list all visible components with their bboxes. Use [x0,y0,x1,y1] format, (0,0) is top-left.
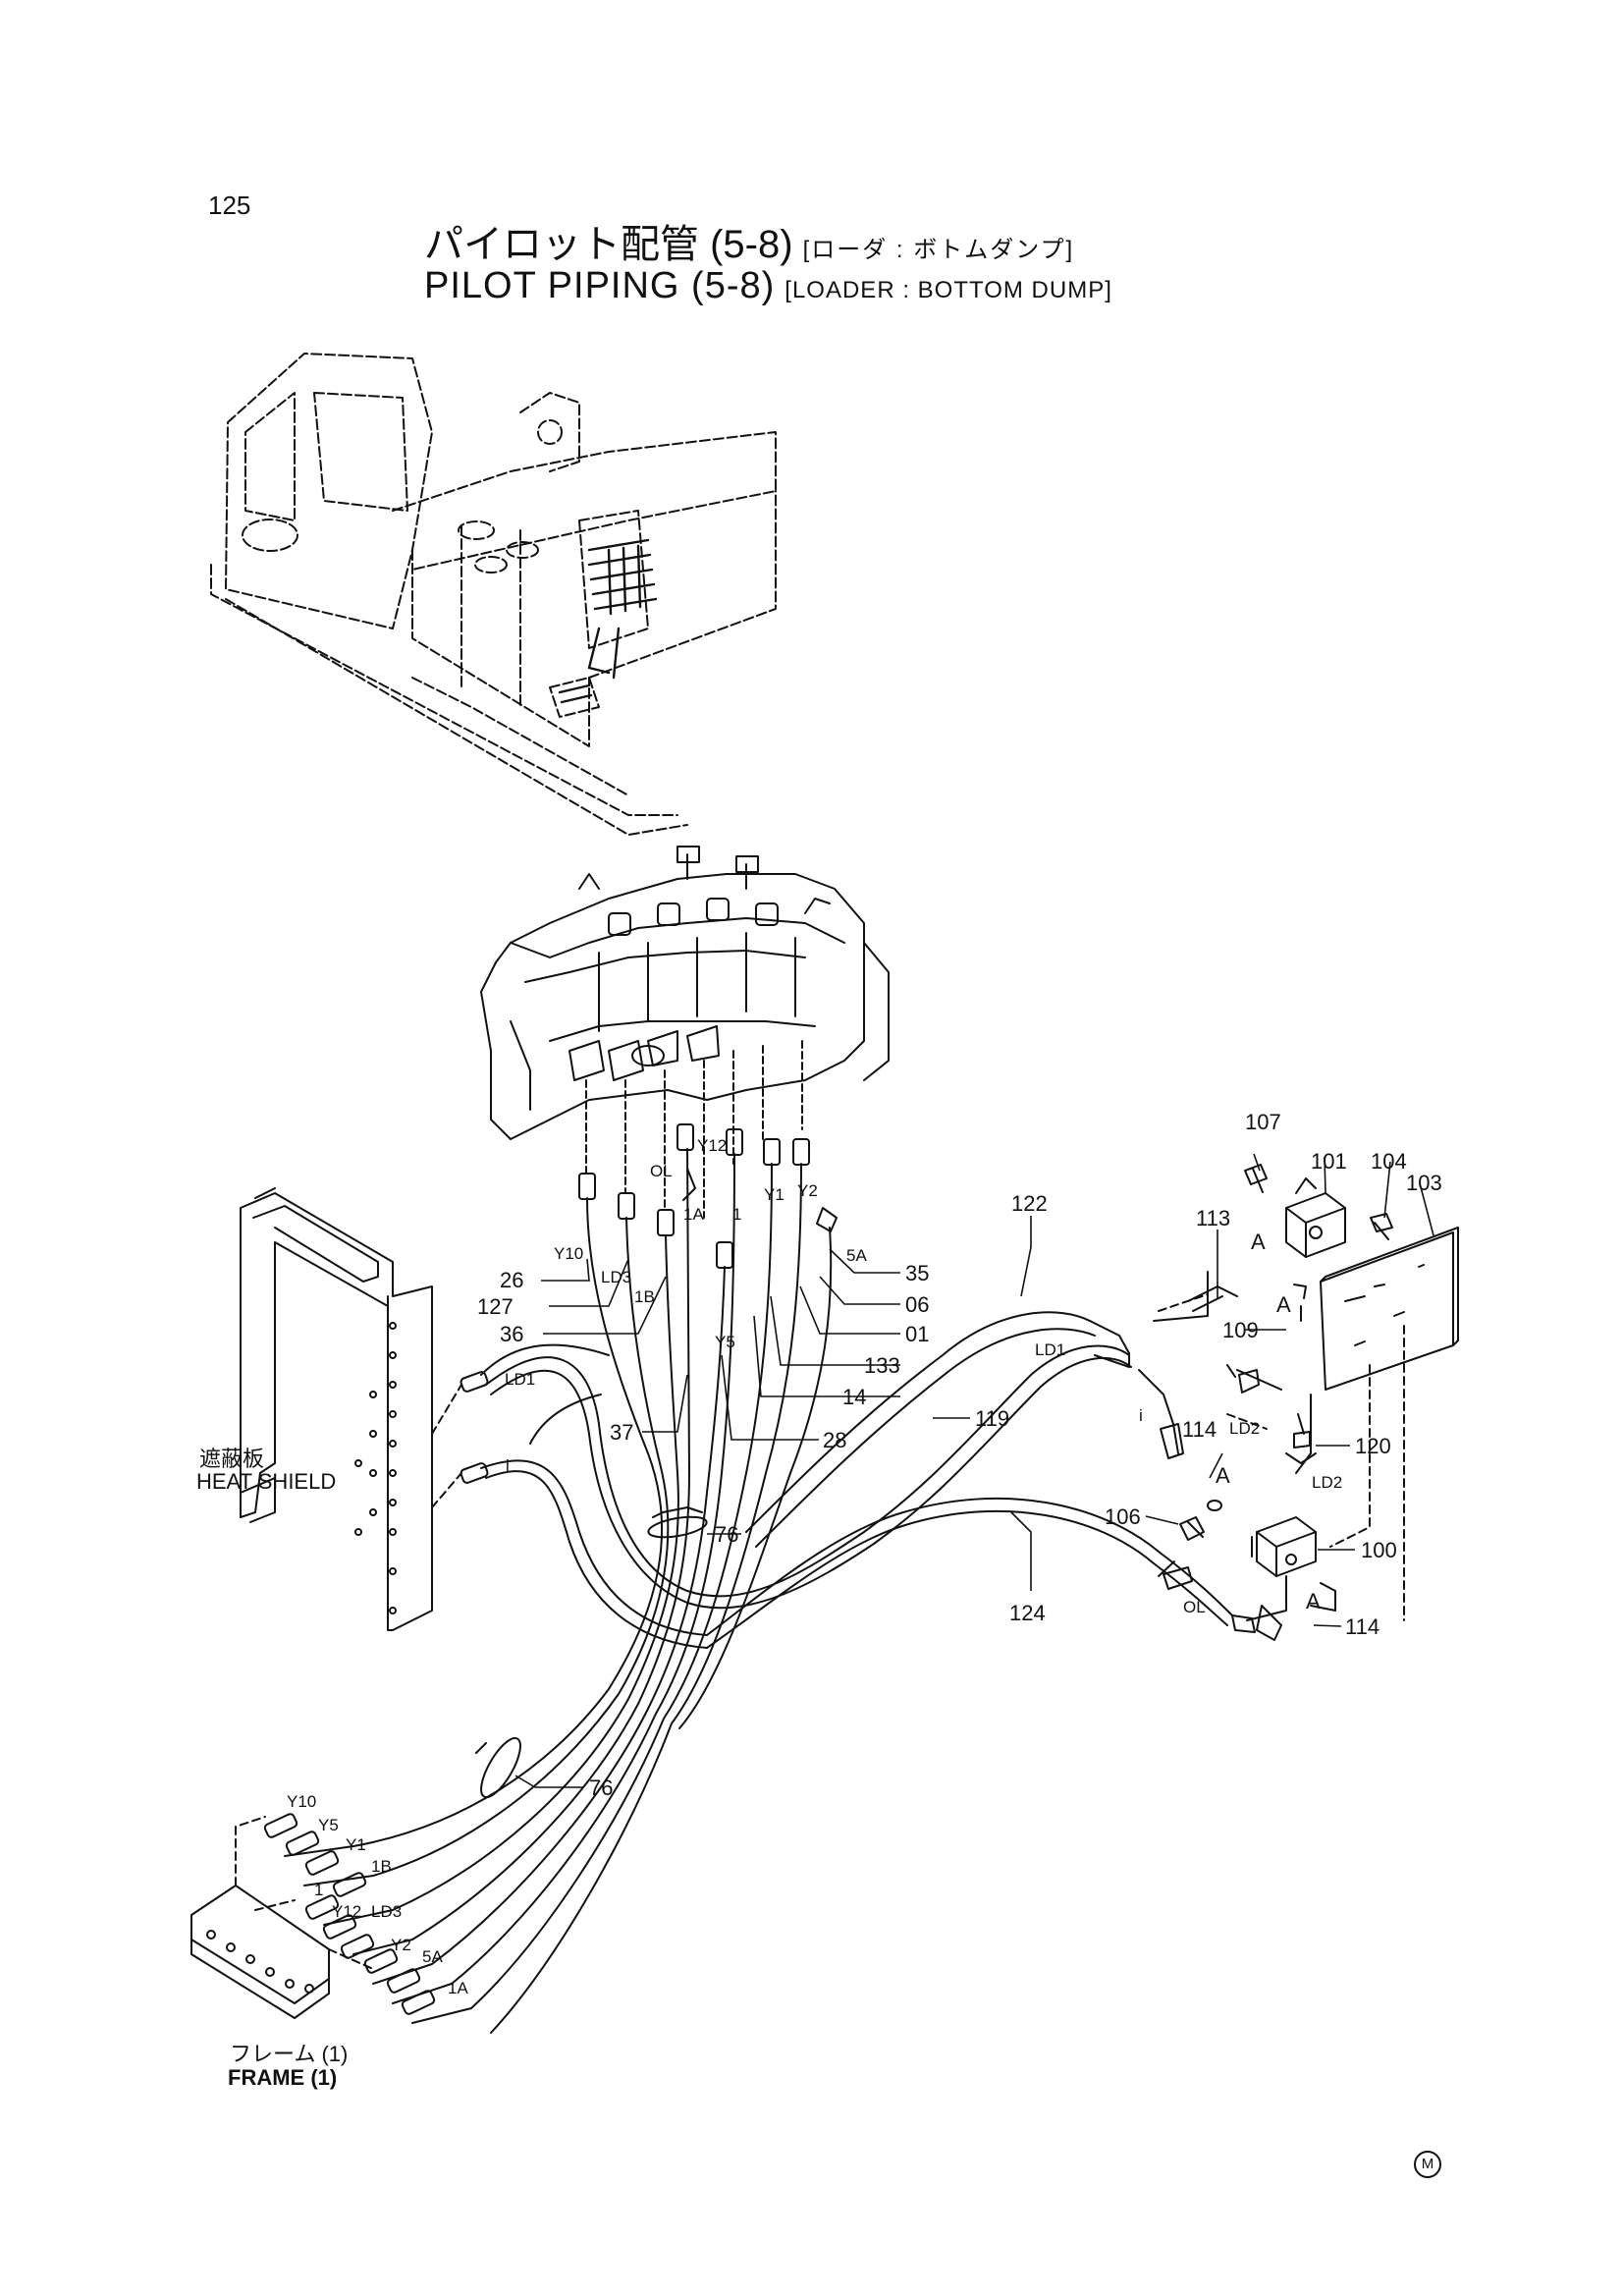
page-title-japanese: パイロット配管 (5-8) [ローダ : ボトムダンプ] [424,212,1074,269]
callout-01: 01 [905,1322,929,1346]
solenoid-valve-101 [1285,1177,1346,1258]
callout-122: 122 [1011,1191,1048,1216]
callout-35: 35 [905,1261,929,1285]
frame-label-english: FRAME (1) [228,2065,338,2090]
hose-tag-ld2-upper: LD2 [1229,1419,1260,1438]
callout-28: 28 [823,1428,846,1452]
callout-36: 36 [500,1322,523,1346]
heat-shield-label-english: HEAT SHIELD [196,1469,337,1494]
detail-tag-a-1: A [1251,1230,1266,1254]
port-tag-ld3: LD3 [601,1268,631,1286]
callout-76-lower: 76 [589,1776,613,1800]
manufacturer-mark: M [1414,2151,1441,2178]
port-tag-ol: OL [650,1162,673,1180]
callout-120: 120 [1355,1434,1391,1458]
title-jp-main: パイロット配管 (5-8) [424,223,793,266]
callout-119: 119 [975,1406,1009,1431]
hose-tag-ld1-right: LD1 [1035,1340,1065,1359]
title-en-main: PILOT PIPING (5-8) [424,265,776,306]
end-tag-1a: 1A [448,1979,468,1997]
callout-127: 127 [477,1294,514,1319]
valve-port-dashed-lines [585,1040,803,1219]
left-hose-end-fittings [460,1371,489,1484]
callout-114-upper: 114 [1182,1417,1217,1442]
callout-37: 37 [610,1420,633,1445]
callout-133: 133 [864,1353,900,1378]
end-tag-y5: Y5 [318,1816,339,1834]
callout-107: 107 [1245,1110,1281,1134]
callout-26: 26 [500,1268,523,1292]
end-tag-1b: 1B [371,1857,392,1876]
detail-tag-a-4: A [1306,1589,1321,1613]
bundle-clamps [475,1506,708,1799]
port-tag-1a: 1A [683,1205,704,1224]
port-tag-y2: Y2 [797,1181,818,1200]
part-number-callouts: 26 127 36 37 76 76 35 06 01 133 14 28 12… [477,1110,1442,1800]
callout-76-upper: 76 [715,1522,738,1547]
bundle-end-tags: Y10 Y5 Y1 1B 1 Y12 LD3 Y2 5A 1A [287,1792,468,1997]
valve-port-tags: Y10 LD3 1B Y5 Y12 OL 1A 1 Y1 Y2 5A [554,1136,867,1351]
mounting-plate [1320,1227,1459,1391]
hose-tag-i-right: i [1139,1406,1143,1425]
valve-location-highlight [558,538,658,704]
pilot-hose-bundle [284,1148,833,2034]
hose-tag-i-left: i [506,1456,510,1475]
bolts-and-fittings-right [1158,1164,1393,1590]
callout-100: 100 [1361,1538,1397,1562]
bundle-end-fittings [263,1813,436,2015]
page-number: 125 [208,191,251,220]
title-jp-subtitle: [ローダ : ボトムダンプ] [802,237,1075,263]
hose-to-ld1-left [480,1356,708,1649]
hose-tag-ld1-left: LD1 [505,1370,535,1389]
right-dashed-leaders [1158,1293,1405,1621]
callout-106: 106 [1105,1504,1141,1529]
end-tag-y1: Y1 [346,1835,366,1854]
shield-to-hose-dashes [431,1384,462,1508]
frame-dashed-leaders [235,1816,374,1970]
callout-113: 113 [1196,1206,1230,1230]
port-tag-y5: Y5 [715,1333,735,1351]
hose-end-fittings-right [1089,1320,1317,1641]
hose-tag-ld2-lower: LD2 [1312,1473,1342,1492]
port-tag-y10: Y10 [554,1244,583,1263]
callout-06: 06 [905,1292,929,1317]
heat-shield-label-japanese: 遮蔽板 [199,1447,265,1471]
hose-end-tags: LD1 i LD1 i LD2 LD2 OL A A A A [505,1230,1342,1616]
control-valve-block [480,846,890,1140]
port-tag-1b: 1B [634,1287,655,1306]
port-tag-y12: Y12 [697,1136,727,1155]
hose-reference-tag-lines [1153,1271,1336,1621]
callout-114-lower: 114 [1345,1614,1380,1639]
detail-tag-a-3: A [1216,1463,1230,1488]
callout-104: 104 [1371,1149,1407,1174]
frame-label-japanese: フレーム (1) [230,2042,349,2066]
solenoid-valve-100 [1251,1516,1317,1577]
excavator-overview-drawing [210,353,777,836]
detail-tag-a-2: A [1276,1292,1291,1317]
end-tag-1: 1 [314,1881,323,1899]
port-tag-5a: 5A [846,1246,867,1265]
port-tag-1: 1 [732,1205,741,1224]
end-tag-y10: Y10 [287,1792,316,1811]
heat-shield-plate [240,1187,433,1631]
callout-101: 101 [1311,1149,1347,1174]
callout-109: 109 [1222,1318,1259,1342]
title-en-subtitle: [LOADER : BOTTOM DUMP] [784,277,1112,303]
callout-103: 103 [1406,1171,1442,1195]
port-tag-y1: Y1 [764,1185,784,1204]
end-tag-y12: Y12 [332,1902,361,1921]
page-title-english: PILOT PIPING (5-8) [LOADER : BOTTOM DUMP] [424,265,1112,307]
end-tag-ld3: LD3 [371,1902,402,1921]
long-hoses-to-solenoid [686,1311,1233,1649]
callout-14: 14 [842,1385,866,1409]
callout-124: 124 [1009,1601,1046,1625]
hose-tag-ol-right: OL [1183,1598,1206,1616]
end-tag-5a: 5A [422,1947,443,1966]
callout-leaders [514,1153,1434,1788]
end-tag-y2: Y2 [391,1936,411,1954]
